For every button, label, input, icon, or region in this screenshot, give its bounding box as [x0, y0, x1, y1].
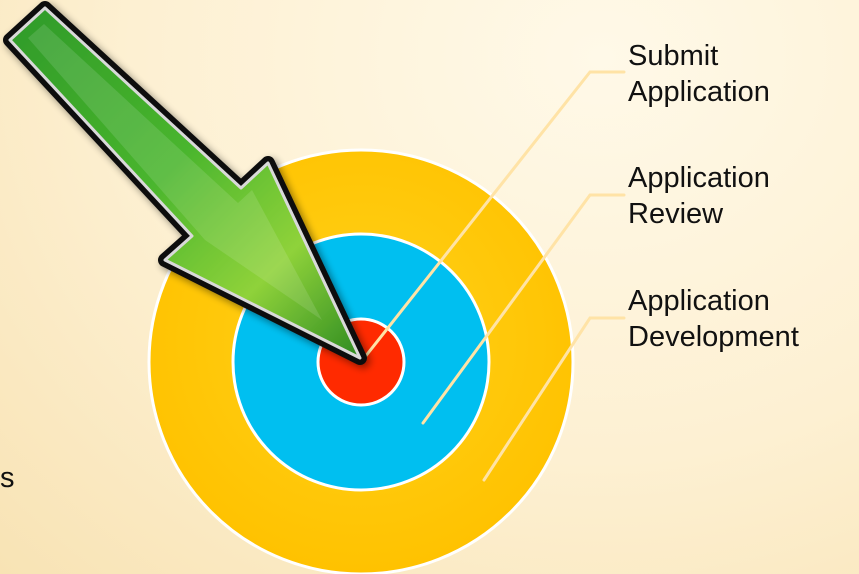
- label-development-line2: Development: [628, 321, 799, 353]
- label-submit-line1: Submit: [628, 40, 719, 72]
- label-review-line2: Review: [628, 198, 724, 230]
- leader-line-submit: [359, 70, 626, 364]
- label-submit-line2: Application: [628, 76, 770, 108]
- leader-lines: [359, 70, 626, 482]
- leader-line-review: [421, 193, 626, 425]
- label-submit-application: Submit Application: [628, 38, 770, 110]
- label-development-line1: Application: [628, 285, 770, 317]
- label-application-review: Application Review: [628, 160, 770, 232]
- label-review-line1: Application: [628, 162, 770, 194]
- label-application-development: Application Development: [628, 283, 799, 355]
- partial-text-fragment: s: [0, 462, 15, 494]
- leader-line-development: [482, 316, 626, 482]
- green-arrow-icon: [3, 1, 367, 365]
